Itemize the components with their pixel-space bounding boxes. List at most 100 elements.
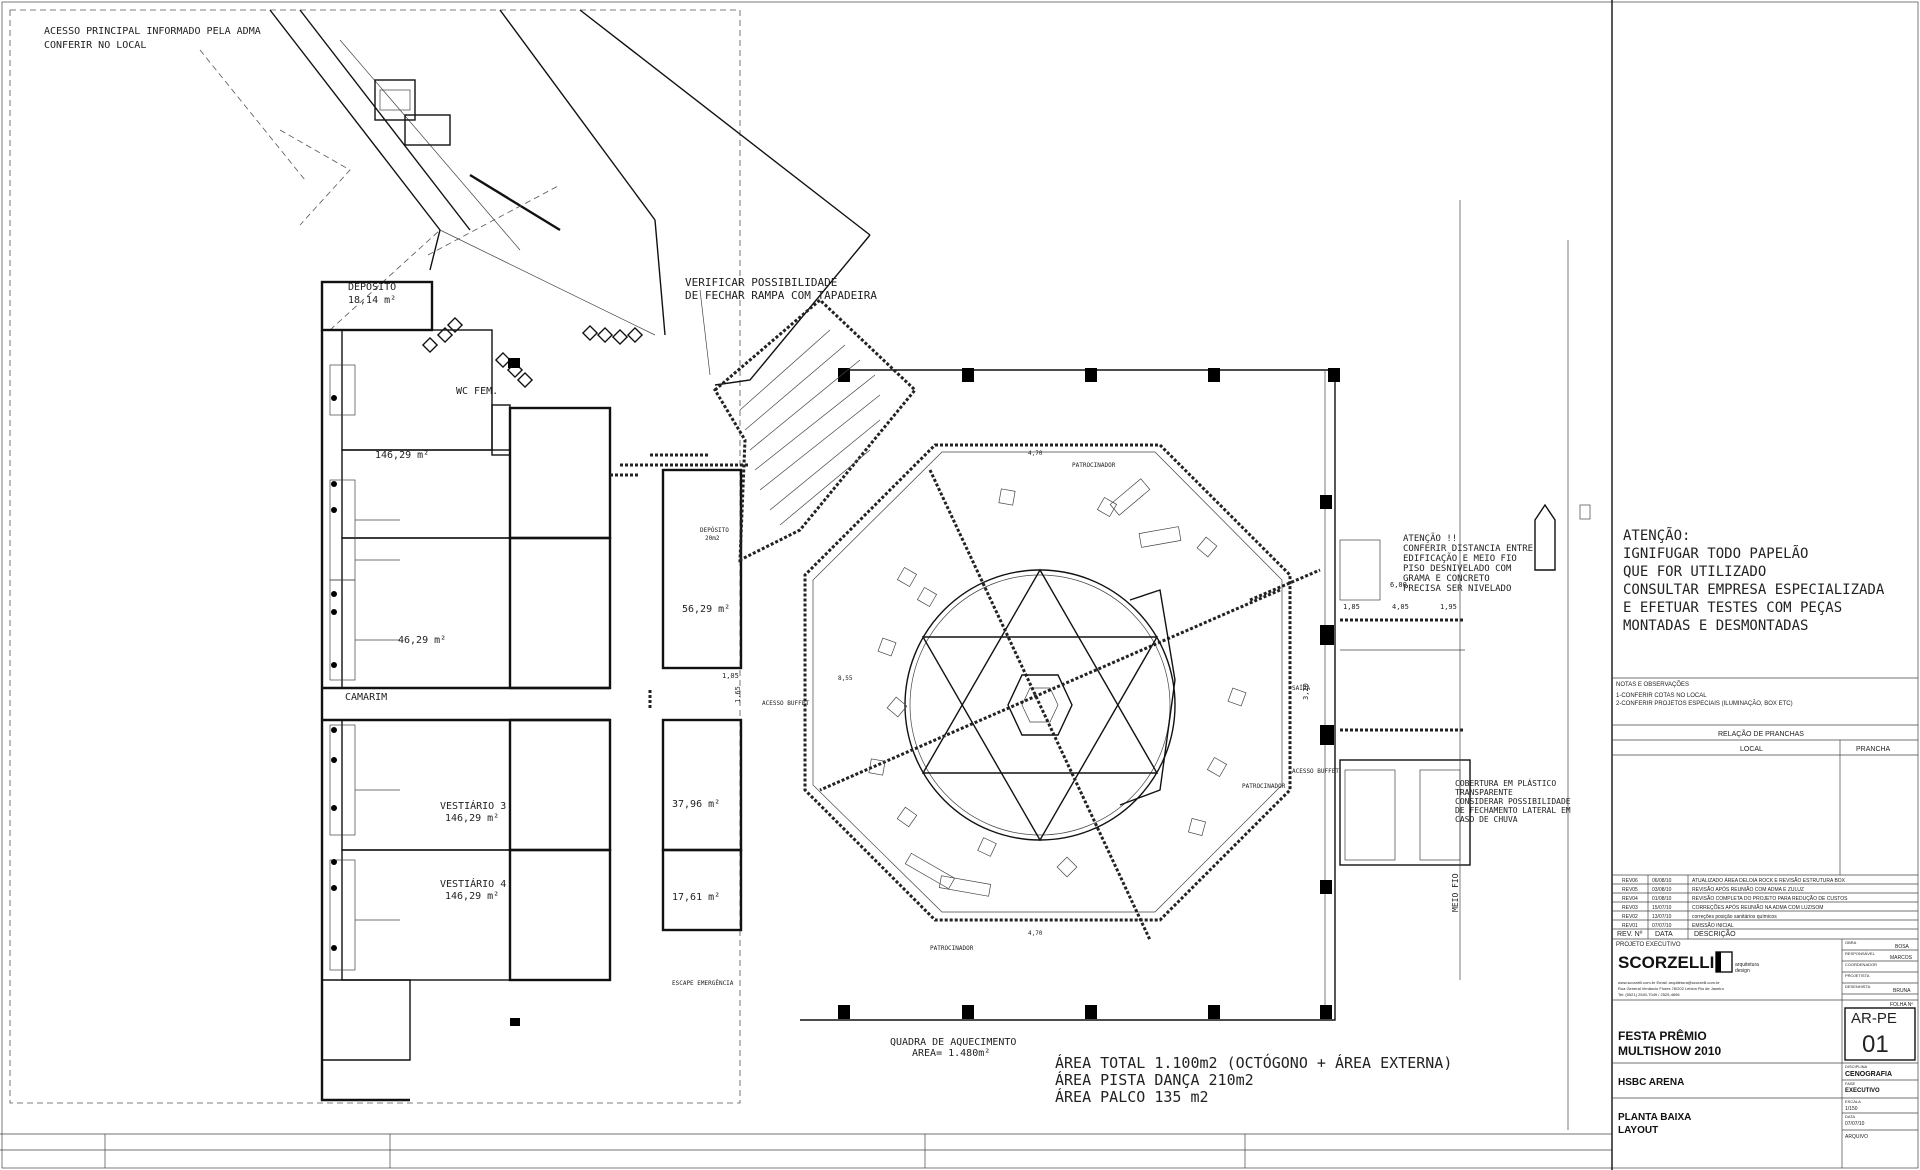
room-area-1761: 17,61 m² (672, 892, 720, 903)
external-area (1320, 200, 1591, 1130)
attention-line-5: E EFETUAR TESTES COM PEÇAS (1623, 600, 1842, 616)
projeto-executivo-label: PROJETO EXECUTIVO (1616, 942, 1681, 948)
tables-scatter (868, 478, 1247, 897)
area-palco: ÁREA PALCO 135 m2 (1055, 1087, 1209, 1106)
role-proj-label: PROJETISTA (1845, 973, 1870, 978)
room-deposito1-area: 18,14 m² (348, 295, 396, 306)
attention-line-3: QUE FOR UTILIZADO (1623, 564, 1766, 580)
dim-470-bottom: 4,70 (1028, 930, 1043, 937)
note-quadra-2: AREA= 1.480m² (912, 1048, 990, 1059)
note-quadra-1: QUADRA DE AQUECIMENTO (890, 1037, 1016, 1048)
dim-600: 6,00 (1390, 581, 1407, 589)
sheet-title-1: PLANTA BAIXA (1618, 1112, 1691, 1123)
rev-code: REV01 (1622, 923, 1638, 929)
room-saida: SAÍDA (1292, 684, 1310, 692)
dim-470-top: 4,70 (1028, 450, 1043, 457)
dim-855: 8,55 (838, 675, 853, 682)
fase-label: FASE (1845, 1081, 1856, 1086)
rev-header-date: DATA (1655, 931, 1673, 938)
title-block: NOTAS E OBSERVAÇÕES 1-CONFERIR COTAS NO … (1612, 677, 1918, 1168)
brand-sub-2: design (1735, 968, 1750, 974)
room-area-3796: 37,96 m² (672, 799, 720, 810)
role-resp-label: RESPONSÁVEL (1845, 951, 1876, 956)
rev-desc: correções posição sanitários químicos (1692, 914, 1777, 920)
room-vestiario3-area: 146,29 m² (445, 813, 499, 824)
brand-address-3: Tel: (5521) 2540-7049 / 2529-4696 (1618, 992, 1680, 997)
revision-rows: REV06 06/08/10 ATUALIZADO ÁREA DELOIA RO… (1617, 877, 1848, 938)
note-atencao-s5: GRAMA E CONCRETO (1403, 574, 1490, 584)
note-cobertura-5: CASO DE CHUVA (1455, 815, 1518, 824)
entrance-ramp-structure (199, 9, 871, 386)
room-vestiario4-name: VESTIÁRIO 4 (440, 877, 506, 890)
col-prancha: PRANCHA (1856, 746, 1891, 753)
note-access-1: ACESSO PRINCIPAL INFORMADO PELA ADMA (44, 26, 261, 37)
disciplina-value: CENOGRAFIA (1845, 1071, 1892, 1078)
attention-line-2: IGNIFUGAR TODO PAPELÃO (1623, 545, 1808, 562)
room-acesso-buffet-right: ACESSO BUFFET (1292, 768, 1339, 775)
disciplina-label: DISCIPLINA (1845, 1064, 1868, 1069)
role-obra-label: OBRA (1845, 940, 1857, 945)
rev-date: 01/08/10 (1652, 896, 1672, 902)
octagon-tent (803, 443, 1292, 922)
rev-date: 06/08/10 (1652, 878, 1672, 884)
note-atencao-s2: CONFERIR DISTANCIA ENTRE (1403, 544, 1533, 554)
dim-405: 4,05 (1392, 603, 1409, 611)
room-patrocinador-bottom: PATROCINADOR (930, 945, 974, 952)
rev-date: 15/07/10 (1652, 905, 1672, 911)
brand-sub-1: arquitetura (1735, 962, 1759, 968)
room-escape: ESCAPE EMERGÊNCIA (672, 979, 734, 987)
note-cobertura-2: TRANSPARENTE (1455, 788, 1513, 797)
note-atencao-s6: PRECISA SER NIVELADO (1403, 584, 1511, 594)
rev-desc: ATUALIZADO ÁREA DELOIA ROCK E REVISÃO ES… (1692, 877, 1846, 884)
room-vestiario3-name: VESTIÁRIO 3 (440, 799, 506, 812)
venue-name: HSBC ARENA (1618, 1077, 1684, 1088)
room-area-5629: 56,29 m² (682, 604, 730, 615)
area-summary: ÁREA TOTAL 1.100m2 (OCTÓGONO + ÁREA EXTE… (1055, 1053, 1452, 1106)
brand-address-2: Rua General Venâncio Flores 78/202 Leblo… (1618, 986, 1725, 991)
note-ramp-2: DE FECHAR RAMPA COM TAPADEIRA (685, 289, 877, 302)
rev-code: REV04 (1622, 896, 1638, 902)
area-total: ÁREA TOTAL 1.100m2 (OCTÓGONO + ÁREA EXTE… (1055, 1053, 1452, 1072)
notes-header: NOTAS E OBSERVAÇÕES (1616, 681, 1689, 688)
room-deposito1-name: DEPÓSITO (348, 280, 396, 293)
room-deposito2-name: DEPÓSITO (700, 527, 729, 534)
service-rooms (620, 453, 750, 932)
role-desen-value: BRUNA (1893, 988, 1911, 994)
rev-date: 07/07/10 (1652, 923, 1672, 929)
dim-105: 1,05 (722, 672, 739, 680)
left-wing-rooms (320, 280, 644, 1102)
attention-note: ATENÇÃO: IGNIFUGAR TODO PAPELÃO QUE FOR … (1623, 527, 1885, 634)
dance-floor (819, 469, 1321, 941)
room-acesso-buffet-left: ACESSO BUFFET (762, 700, 809, 707)
notes-text: ACESSO PRINCIPAL INFORMADO PELA ADMA CON… (44, 26, 1571, 1059)
rev-code: REV02 (1622, 914, 1638, 920)
sheet-number: 01 (1862, 1031, 1889, 1058)
area-pista: ÁREA PISTA DANÇA 210m2 (1055, 1070, 1254, 1089)
rev-desc: REVISÃO COMPLETA DO PROJETO PARA REDUÇÃO… (1692, 895, 1848, 902)
dim-185: 1,85 (1343, 603, 1360, 611)
folha-label: FOLHA Nº (1890, 1002, 1913, 1008)
role-coord-label: COORDENADOR (1845, 962, 1877, 967)
note-2: 2-CONFERIR PROJETOS ESPECIAIS (ILUMINAÇÃ… (1616, 700, 1793, 707)
rev-desc: CORREÇÕES APÓS REUNIÃO NA ADMA COM LUZ/S… (1692, 904, 1823, 911)
sheet-code: AR-PE (1851, 1010, 1897, 1027)
note-1: 1-CONFERIR COTAS NO LOCAL (1616, 693, 1707, 699)
rev-date: 13/07/10 (1652, 914, 1672, 920)
role-desen-label: DESENHISTA (1845, 984, 1871, 989)
room-wc-fem: WC FEM. (456, 386, 498, 397)
note-access-2: CONFERIR NO LOCAL (44, 40, 146, 51)
rev-desc: REVISÃO APÓS REUNIÃO COM ADMA E ZULUZ (1692, 886, 1804, 893)
fase-value: EXECUTIVO (1845, 1088, 1880, 1094)
note-ramp-1: VERIFICAR POSSIBILIDADE (685, 276, 837, 289)
entry-seating-block (713, 297, 918, 563)
data-value: 07/07/10 (1845, 1121, 1865, 1127)
dim-320: 3,20 (1302, 683, 1310, 700)
room-area-a: 146,29 m² (375, 450, 429, 461)
room-vestiario4-area: 146,29 m² (445, 891, 499, 902)
brand-address: www.scorzelli.com.br Email: arquitetura@… (1618, 980, 1720, 985)
dim-195: 1,95 (1440, 603, 1457, 611)
attention-line-6: MONTADAS E DESMONTADAS (1623, 618, 1808, 634)
attention-line-4: CONSULTAR EMPRESA ESPECIALIZADA (1623, 582, 1885, 598)
escala-value: 1/150 (1845, 1106, 1858, 1112)
